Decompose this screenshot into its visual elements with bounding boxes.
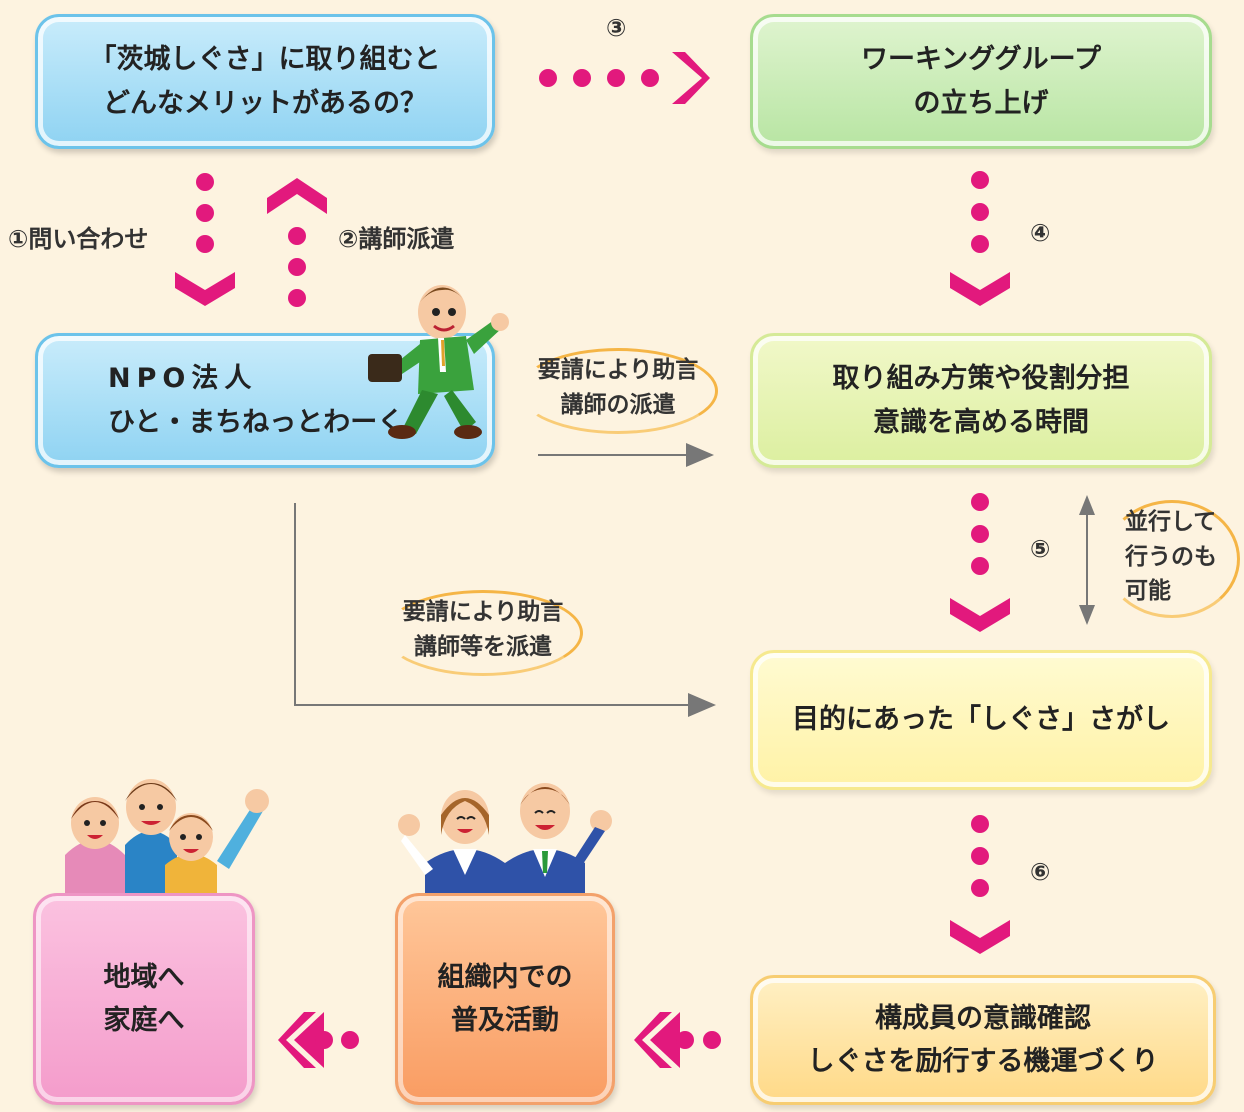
step6-label: ⑥ <box>1030 858 1051 886</box>
arrow-to-community-left <box>278 1012 359 1068</box>
parallel-line1: 並行して <box>1125 509 1217 535</box>
policy-box: 取り組み方策や役割分担 意識を高める時間 <box>750 333 1212 468</box>
npo-line2: ひと・まちねっとわーく <box>108 406 405 438</box>
arrow-step4-down <box>950 171 1010 306</box>
running-man-illustration <box>368 285 509 439</box>
working-group-line2: の立ち上げ <box>913 87 1049 119</box>
request2-line2: 講師等を派遣 <box>414 633 552 660</box>
internal-line2: 普及活動 <box>451 1005 559 1036</box>
merit-question-box: 「茨城しぐさ」に取り組むと どんなメリットがあるの？ <box>35 14 495 149</box>
arrow-step1-down <box>175 173 235 306</box>
parallel-line3: 可能 <box>1125 578 1171 604</box>
internal-line1: 組織内での <box>437 961 573 993</box>
merit-line2: どんなメリットがあるの？ <box>103 87 427 119</box>
step2-label: ②講師派遣 <box>338 225 455 253</box>
parallel-note-bubble: 並行して 行うのも 可能 <box>1104 500 1240 618</box>
community-box: 地域へ 家庭へ <box>33 893 255 1105</box>
confirm-box: 構成員の意識確認 しぐさを励行する機運づくり <box>750 975 1216 1105</box>
arrow-step3-right <box>539 52 710 104</box>
search-box: 目的にあった「しぐさ」さがし <box>750 650 1212 790</box>
step4-label: ④ <box>1030 219 1051 247</box>
npo-line1: NPO法人 <box>108 363 258 395</box>
confirm-line2: しぐさを励行する機運づくり <box>807 1046 1159 1077</box>
policy-line2: 意識を高める時間 <box>873 406 1089 438</box>
request2-line1: 要請により助言 <box>402 599 564 625</box>
confirm-line1: 構成員の意識確認 <box>875 1002 1091 1034</box>
step1-label: ①問い合わせ <box>8 225 149 253</box>
arrow-to-internal-left <box>634 1012 721 1068</box>
search-line1: 目的にあった「しぐさ」さがし <box>792 704 1170 736</box>
policy-line1: 取り組み方策や役割分担 <box>832 363 1130 395</box>
arrow-step2-up <box>267 178 327 307</box>
request1-line2: 講師の派遣 <box>560 391 676 418</box>
community-line2: 家庭へ <box>103 1005 185 1036</box>
family-illustration <box>65 779 269 893</box>
office-workers-illustration <box>398 783 612 893</box>
parallel-line2: 行うのも <box>1125 543 1217 570</box>
step3-label: ③ <box>606 14 627 42</box>
internal-activity-box: 組織内での 普及活動 <box>395 893 615 1105</box>
request-lecturer-bubble: 要請により助言 講師の派遣 <box>518 348 718 434</box>
working-group-box: ワーキンググループ の立ち上げ <box>750 14 1212 149</box>
connector-npo-to-search <box>294 503 716 717</box>
merit-line1: 「茨城しぐさ」に取り組むと <box>89 44 441 76</box>
arrow-step5-down <box>950 493 1010 632</box>
request1-line1: 要請により助言 <box>537 357 699 383</box>
working-group-line1: ワーキンググループ <box>860 44 1102 76</box>
community-line1: 地域へ <box>103 961 185 993</box>
arrow-step6-down <box>950 815 1010 954</box>
parallel-double-arrow <box>1079 495 1095 625</box>
request-lecturers-bubble: 要請により助言 講師等を派遣 <box>383 590 583 676</box>
step5-label: ⑤ <box>1030 535 1051 563</box>
